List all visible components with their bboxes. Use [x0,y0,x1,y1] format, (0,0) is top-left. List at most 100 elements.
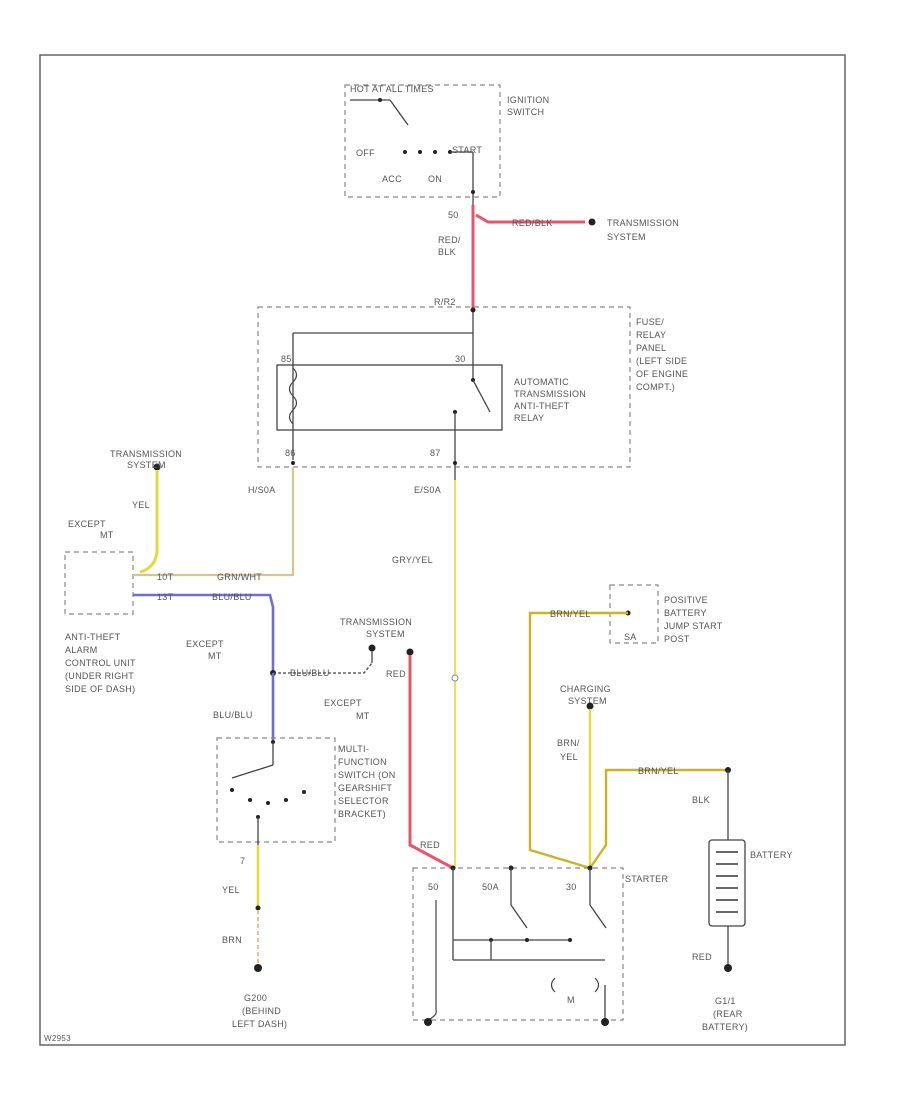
ground-label-1: G200 [244,993,267,1003]
fuse-relay-panel: 85 30 86 87 AUTOMATIC TRANSMISSION ANTI-… [248,306,688,495]
trans-system-left-1: TRANSMISSION [110,449,182,459]
multi-label-6: BRACKET) [338,809,386,819]
ign-acc-label: ACC [382,174,402,184]
yel-label: YEL [132,500,150,510]
multi-label-5: SELECTOR [338,796,389,806]
charging-system-1: CHARGING [560,684,611,694]
gry-yel-label: GRY/YEL [392,555,433,565]
blu-blu-label: BLU/BLU [212,592,252,602]
starter-50-label: 50 [428,882,439,892]
red-blk-wire: 50 RED/ BLK RED/BLK TRANSMISSION SYSTEM … [434,205,679,310]
anti-theft-label-3: CONTROL UNIT [65,658,136,668]
except-mt-2-label-2: MT [208,651,222,661]
multi-label-3: SWITCH (ON [338,770,396,780]
starter: STARTER 50 50A 30 M [412,865,668,1026]
ign-start-label: START [452,145,482,155]
battery-loc-3: BATTERY) [702,1022,748,1032]
battery-loc-1: G1/1 [715,996,736,1006]
positive-post: SA BRN/YEL POSITIVE BATTERY JUMP START P… [528,584,728,870]
red-wire-label: RED [386,669,406,679]
starter-50a-label: 50A [482,882,499,892]
pin-r2-label: R/R2 [434,297,456,307]
fuse-relay-label-6: COMPT.) [636,382,675,392]
multi-label-1: MULTI- [338,744,369,754]
fuse-relay-label-1: FUSE/ [636,317,664,327]
pin-10-label: 10T [157,572,174,582]
fuse-relay-label-3: PANEL [636,343,666,353]
ign-off-label: OFF [356,148,375,158]
conn-e-label: E/S0A [414,485,441,495]
ignition-switch-label-1: IGNITION [507,95,549,105]
ground-label-3: LEFT DASH) [232,1019,287,1029]
multi-label-2: FUNCTION [338,757,387,767]
trans-system-mid-1: TRANSMISSION [340,617,412,627]
ignition-switch-label-2: SWITCH [507,107,544,117]
relay-label-4: RELAY [514,413,544,423]
anti-theft-unit: TRANSMISSION SYSTEM YEL EXCEPT MT 10T 13… [64,449,295,694]
relay-label-3: ANTI-THEFT [514,401,570,411]
brn-yel-2: YEL [560,752,578,762]
anti-theft-label-2: ALARM [65,645,98,655]
multifunction-switch: EXCEPT MT BLU/BLU BLU/BLU MULTI- FUNCTIO… [186,639,396,1029]
trans-system-right-1: TRANSMISSION [607,218,679,228]
fuse-relay-label-2: RELAY [636,330,666,340]
red-blk-label-1: RED/ [438,235,461,245]
trans-system-left-2: SYSTEM [127,460,166,470]
pin-7-label: 7 [240,856,245,866]
anti-theft-label-4: (UNDER RIGHT [65,671,134,681]
red-starter-wire: TRANSMISSION SYSTEM RED EXCEPT MT RED [324,617,454,870]
trans-system-mid-2: SYSTEM [366,629,405,639]
fuse-relay-label-5: OF ENGINE [636,369,688,379]
starter-m-label: M [567,995,575,1005]
starter-label: STARTER [625,874,668,884]
brn-yel-top-label: BRN/YEL [550,609,591,619]
fuse-relay-label-4: (LEFT SIDE [636,356,687,366]
diagram-frame [39,54,846,1046]
charging-system-2: SYSTEM [568,696,607,706]
anti-theft-label-5: SIDE OF DASH) [65,684,135,694]
positive-post-2: BATTERY [664,608,707,618]
except-mt-3-label-2: MT [356,711,370,721]
conn-h-label: H/S0A [248,485,276,495]
hot-at-all-times-label: HOT AT ALL TIMES [350,84,434,94]
red-2-label: RED [420,840,440,850]
relay-pin-86: 86 [285,448,296,458]
positive-post-3: JUMP START [664,621,723,631]
except-mt-label-2: MT [100,530,114,540]
brn-yel-1: BRN/ [557,738,580,748]
ign-on-label: ON [428,174,442,184]
blu-blu-3-label: BLU/BLU [213,710,253,720]
relay-pin-87: 87 [430,448,441,458]
relay-label-1: AUTOMATIC [514,377,569,387]
gry-yel-wire: GRY/YEL [392,480,459,868]
red-label: RED [692,952,712,962]
relay-label-2: TRANSMISSION [514,389,586,399]
pin-50-label: 50 [448,210,459,220]
grn-wht-label: GRN/WHT [217,572,262,582]
anti-theft-label-1: ANTI-THEFT [65,632,121,642]
brn-label: BRN [222,935,242,945]
yel-2-label: YEL [222,885,240,895]
except-mt-2-label-1: EXCEPT [186,639,224,649]
positive-post-1: POSITIVE [664,595,708,605]
ground-label-2: (BEHIND [242,1006,281,1016]
battery: BLK BATTERY RED G1/1 (REAR BATTERY) [692,767,793,1032]
relay-pin-30: 30 [455,354,466,364]
pin-13-label: 13T [157,592,174,602]
diagram-code: W2953 [44,1034,71,1043]
except-mt-3-label-1: EXCEPT [324,698,362,708]
blu-blu-2-label: BLU/BLU [290,668,330,678]
blk-label: BLK [692,795,710,805]
battery-label: BATTERY [750,850,793,860]
battery-loc-2: (REAR [713,1009,743,1019]
multi-label-4: GEARSHIFT [338,783,392,793]
trans-system-right-2: SYSTEM [607,232,646,242]
red-blk-side-label: RED/BLK [512,218,553,228]
relay-pin-85: 85 [281,354,292,364]
starter-30-label: 30 [566,882,577,892]
brn-yel-right-label: BRN/YEL [638,766,679,776]
ignition-switch: HOT AT ALL TIMES OFF START ACC ON IGNITI… [344,84,549,205]
post-pin-label: SA [624,632,637,642]
red-blk-label-2: BLK [438,247,456,257]
